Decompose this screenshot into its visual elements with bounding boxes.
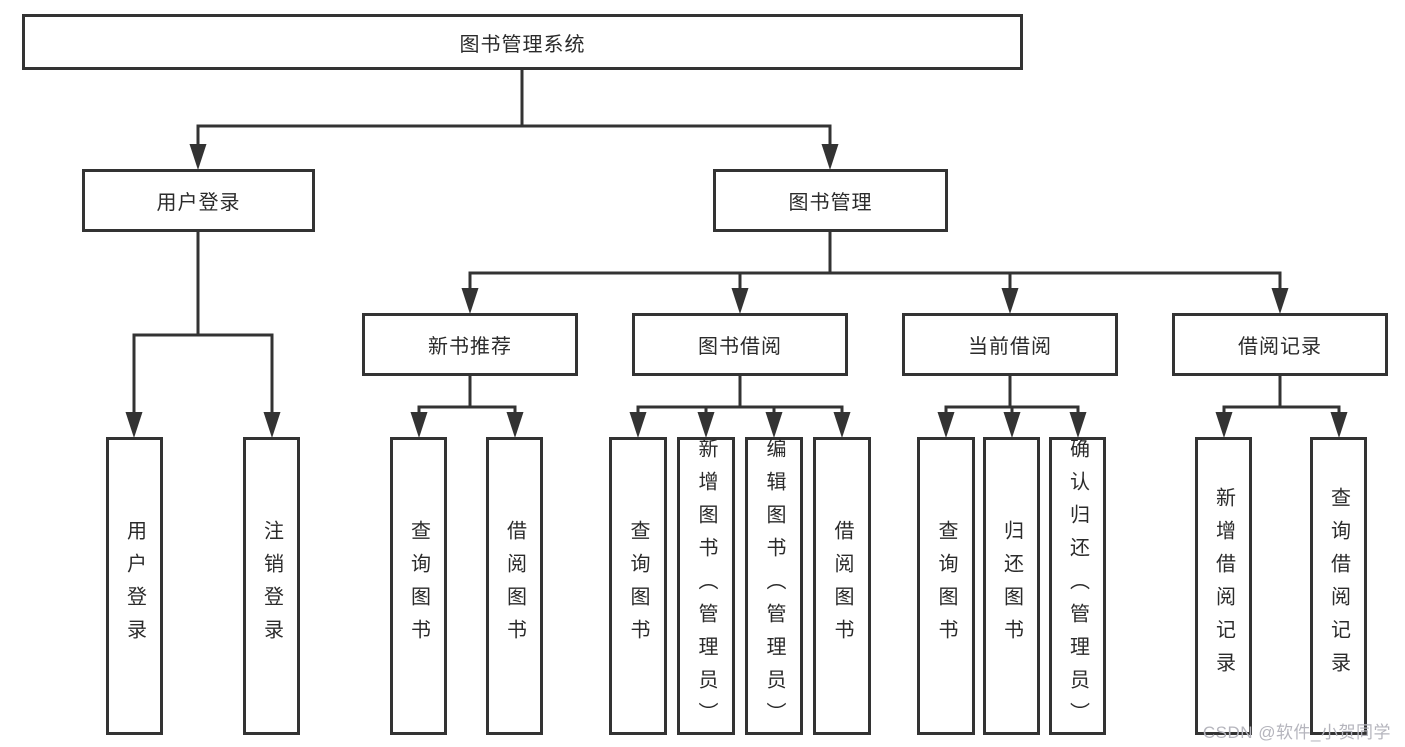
node-label-nbr-query: 查询图书 — [407, 520, 430, 652]
arrowhead-icon — [731, 288, 749, 314]
node-cb-confirm: 确认归还（管理员） — [1049, 437, 1106, 735]
node-label-cb-confirm: 确认归还（管理员） — [1066, 437, 1089, 735]
node-label-user-login: 用户登录 — [156, 192, 241, 214]
arrowhead-icon — [125, 412, 143, 438]
node-user-login: 用户登录 — [82, 169, 315, 232]
node-label-br-add: 新增借阅记录 — [1212, 487, 1235, 685]
node-label-borrow-records: 借阅记录 — [1238, 336, 1322, 358]
node-bb-add: 新增图书（管理员） — [677, 437, 735, 735]
node-cb-query: 查询图书 — [917, 437, 975, 735]
node-label-bb-borrow: 借阅图书 — [831, 520, 853, 652]
node-br-query: 查询借阅记录 — [1310, 437, 1367, 735]
node-nbr-query: 查询图书 — [390, 437, 447, 735]
node-current-borrow: 当前借阅 — [902, 313, 1118, 376]
node-label-current-borrow: 当前借阅 — [968, 336, 1052, 358]
node-ul-login: 用户登录 — [106, 437, 163, 735]
arrowhead-icon — [506, 412, 524, 438]
node-book-borrow: 图书借阅 — [632, 313, 848, 376]
arrowhead-icon — [1215, 412, 1233, 438]
node-label-root: 图书管理系统 — [459, 33, 586, 56]
arrowhead-icon — [629, 412, 647, 438]
node-label-book-borrow: 图书借阅 — [698, 336, 782, 358]
arrowhead-icon — [461, 288, 479, 314]
node-label-nbr-borrow: 借阅图书 — [503, 520, 526, 652]
arrowhead-icon — [263, 412, 281, 438]
arrowhead-icon — [1069, 412, 1087, 438]
watermark: CSDN @软件_小贺同学 — [1202, 723, 1391, 742]
arrowhead-icon — [821, 144, 839, 170]
node-bb-borrow: 借阅图书 — [813, 437, 871, 735]
node-label-bb-edit: 编辑图书（管理员） — [763, 437, 785, 735]
node-new-book-rec: 新书推荐 — [362, 313, 578, 376]
arrowhead-icon — [697, 412, 715, 438]
node-label-cb-return: 归还图书 — [1000, 520, 1023, 652]
node-label-bb-query: 查询图书 — [627, 520, 649, 652]
node-bb-query: 查询图书 — [609, 437, 667, 735]
node-label-br-query: 查询借阅记录 — [1327, 487, 1350, 685]
arrowhead-icon — [937, 412, 955, 438]
node-ul-logout: 注销登录 — [243, 437, 300, 735]
node-bb-edit: 编辑图书（管理员） — [745, 437, 803, 735]
arrowhead-icon — [1330, 412, 1348, 438]
node-borrow-records: 借阅记录 — [1172, 313, 1388, 376]
node-label-ul-logout: 注销登录 — [260, 520, 283, 652]
node-label-book-mgmt: 图书管理 — [788, 192, 873, 214]
node-nbr-borrow: 借阅图书 — [486, 437, 543, 735]
arrowhead-icon — [1001, 288, 1019, 314]
arrowhead-icon — [833, 412, 851, 438]
node-label-cb-query: 查询图书 — [935, 520, 957, 652]
node-br-add: 新增借阅记录 — [1195, 437, 1252, 735]
arrowhead-icon — [1003, 412, 1021, 438]
arrowhead-icon — [410, 412, 428, 438]
arrowhead-icon — [189, 144, 207, 170]
arrowhead-icon — [1271, 288, 1289, 314]
node-root: 图书管理系统 — [22, 14, 1023, 70]
node-label-bb-add: 新增图书（管理员） — [695, 437, 717, 735]
node-label-ul-login: 用户登录 — [123, 520, 146, 652]
node-cb-return: 归还图书 — [983, 437, 1040, 735]
arrowhead-icon — [765, 412, 783, 438]
node-book-mgmt: 图书管理 — [713, 169, 948, 232]
node-label-new-book-rec: 新书推荐 — [428, 336, 512, 358]
